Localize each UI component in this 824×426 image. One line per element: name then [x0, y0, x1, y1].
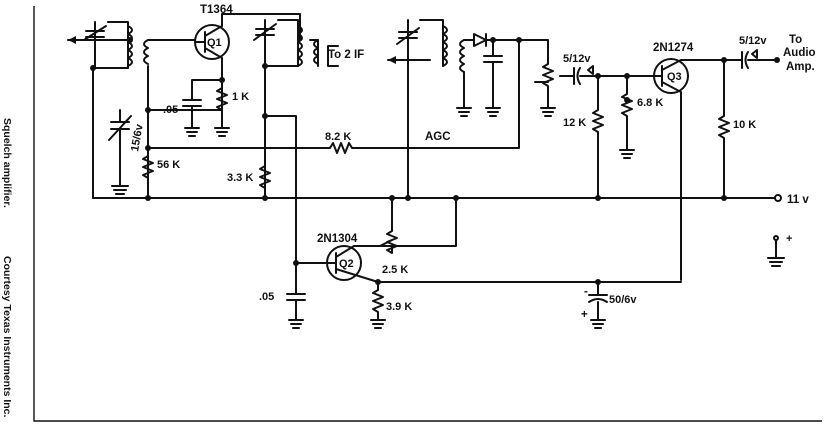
agc-label: AGC	[425, 131, 451, 143]
volume-control	[518, 39, 655, 199]
r-1k-label: 1 K	[232, 91, 249, 103]
q2-label: Q2	[339, 258, 354, 270]
supply-rail	[92, 194, 785, 267]
r-3-9k-label: 3.9 K	[386, 301, 412, 313]
cap-15-6v-label: 15/6v	[129, 122, 146, 152]
cap-05-bottom-label: .05	[259, 291, 274, 303]
q3-stage	[653, 49, 780, 281]
interstage-tuned-circuit	[253, 19, 339, 264]
cap-5-12v-right-label: 5/12v	[739, 35, 767, 47]
q1-stage	[145, 13, 301, 137]
q2-stage	[286, 197, 682, 329]
to-audio-label-2: Audio	[783, 47, 816, 59]
r-8-2k-label: 8.2 K	[325, 131, 351, 143]
input-tuned-circuit	[67, 21, 196, 199]
q1-type-label: T1364	[200, 4, 233, 16]
figure-frame	[33, 6, 822, 422]
to-if-label: To 2 IF	[328, 49, 364, 61]
cap-05-top-label: .05	[163, 104, 178, 116]
q1-label: Q1	[207, 37, 222, 49]
r-6-8k-label: 6.8 K	[637, 97, 663, 109]
bias-network	[108, 39, 520, 199]
cap-50-6v-label: 50/6v	[609, 294, 637, 306]
q3-type-label: 2N1274	[653, 42, 694, 54]
detector-stage	[387, 19, 522, 201]
supply-voltage-label: 11 v	[787, 194, 809, 206]
r-10k-label: 10 K	[733, 119, 756, 131]
cap-minus-label: -	[584, 286, 588, 298]
to-audio-label: To	[789, 34, 802, 46]
q3-label: Q3	[667, 71, 682, 83]
cap-5-12v-left-label: 5/12v	[563, 53, 591, 65]
r-12k-label: 12 K	[563, 117, 586, 129]
r-56k-label: 56 K	[157, 159, 180, 171]
to-audio-label-3: Amp.	[786, 61, 815, 73]
supply-plus-label: +	[786, 233, 792, 245]
cap-plus-label: +	[581, 309, 588, 321]
r-3-3k-label: 3.3 K	[227, 172, 253, 184]
q2-type-label: 2N1304	[317, 233, 358, 245]
r-2-5k-label: 2.5 K	[382, 264, 408, 276]
